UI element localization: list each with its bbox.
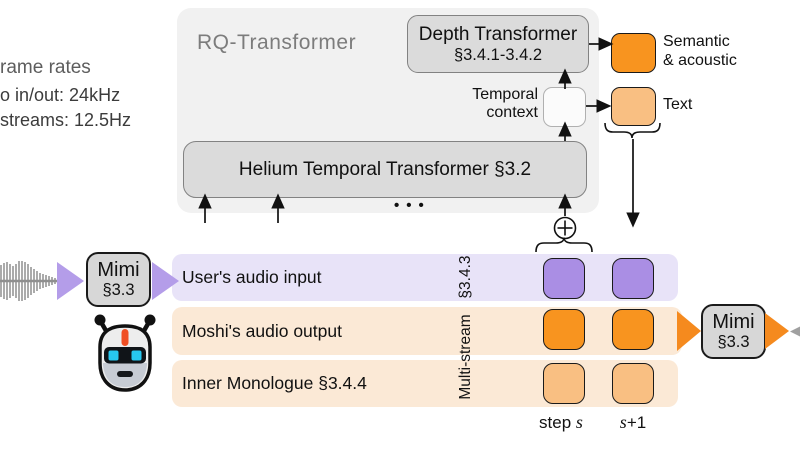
robot-mouth	[117, 371, 133, 377]
orange-arrow-mimi-to-waveform	[765, 313, 789, 349]
depth-transformer-section: §3.4.1-3.4.2	[453, 45, 543, 64]
rq-transformer-title: RQ-Transformer	[197, 31, 357, 54]
robot-icon	[92, 311, 158, 393]
temporal-context-label: Temporal context	[472, 86, 538, 121]
helium-label: Helium Temporal Transformer §3.2	[238, 158, 532, 180]
user-token-step-s1	[612, 258, 654, 299]
robot-eye-left	[108, 350, 119, 361]
step-s-plus-1-label: s+1	[619, 412, 647, 432]
brace-step-s-column	[535, 237, 593, 253]
ellipsis-dots: •••	[394, 197, 431, 214]
frame-rates-streams-line: streams: 12.5Hz	[0, 110, 132, 130]
frame-rates-audio-line: o in/out: 24kHz	[0, 85, 121, 105]
step-s-label: step s	[539, 412, 583, 432]
robot-stripe	[121, 329, 129, 346]
waveform-left-icon	[0, 261, 64, 301]
text-token-square	[611, 87, 656, 126]
depth-transformer-node: Depth Transformer §3.4.1-3.4.2	[407, 15, 589, 73]
purple-arrow-waveform-to-mimi	[57, 262, 84, 300]
stream-row-inner-monologue: Inner Monologue §3.4.4	[172, 360, 678, 407]
temporal-context-node	[543, 87, 586, 127]
semantic-acoustic-label: Semantic & acoustic	[663, 33, 737, 69]
multistream-vertical-label: Multi-stream	[457, 314, 474, 400]
frame-rates-heading: rame rates	[0, 57, 91, 78]
stream-row-label: User's audio input	[182, 267, 322, 287]
helium-temporal-transformer-node: Helium Temporal Transformer §3.2	[183, 141, 587, 198]
stream-row-user-audio: User's audio input	[172, 254, 678, 301]
robot-eye-right	[131, 350, 142, 361]
text-token-label: Text	[663, 96, 693, 113]
stream-row-moshi-audio: Moshi's audio output	[172, 307, 682, 355]
waveform-right-icon	[790, 326, 800, 337]
semantic-acoustic-token-square	[611, 33, 656, 73]
plus-circle-icon	[553, 216, 577, 240]
mimi-decoder-node: Mimi §3.3	[701, 304, 766, 359]
monologue-token-step-s1	[612, 363, 654, 404]
stream-row-label: Inner Monologue §3.4.4	[182, 373, 367, 393]
moshi-token-step-s1	[612, 309, 654, 350]
stream-row-label: Moshi's audio output	[182, 320, 342, 341]
mimi-encoder-node: Mimi §3.3	[86, 252, 151, 307]
moshi-token-step-s	[543, 309, 585, 350]
depth-transformer-name: Depth Transformer	[418, 23, 578, 45]
monologue-token-step-s	[543, 363, 585, 404]
user-token-step-s	[543, 258, 585, 299]
